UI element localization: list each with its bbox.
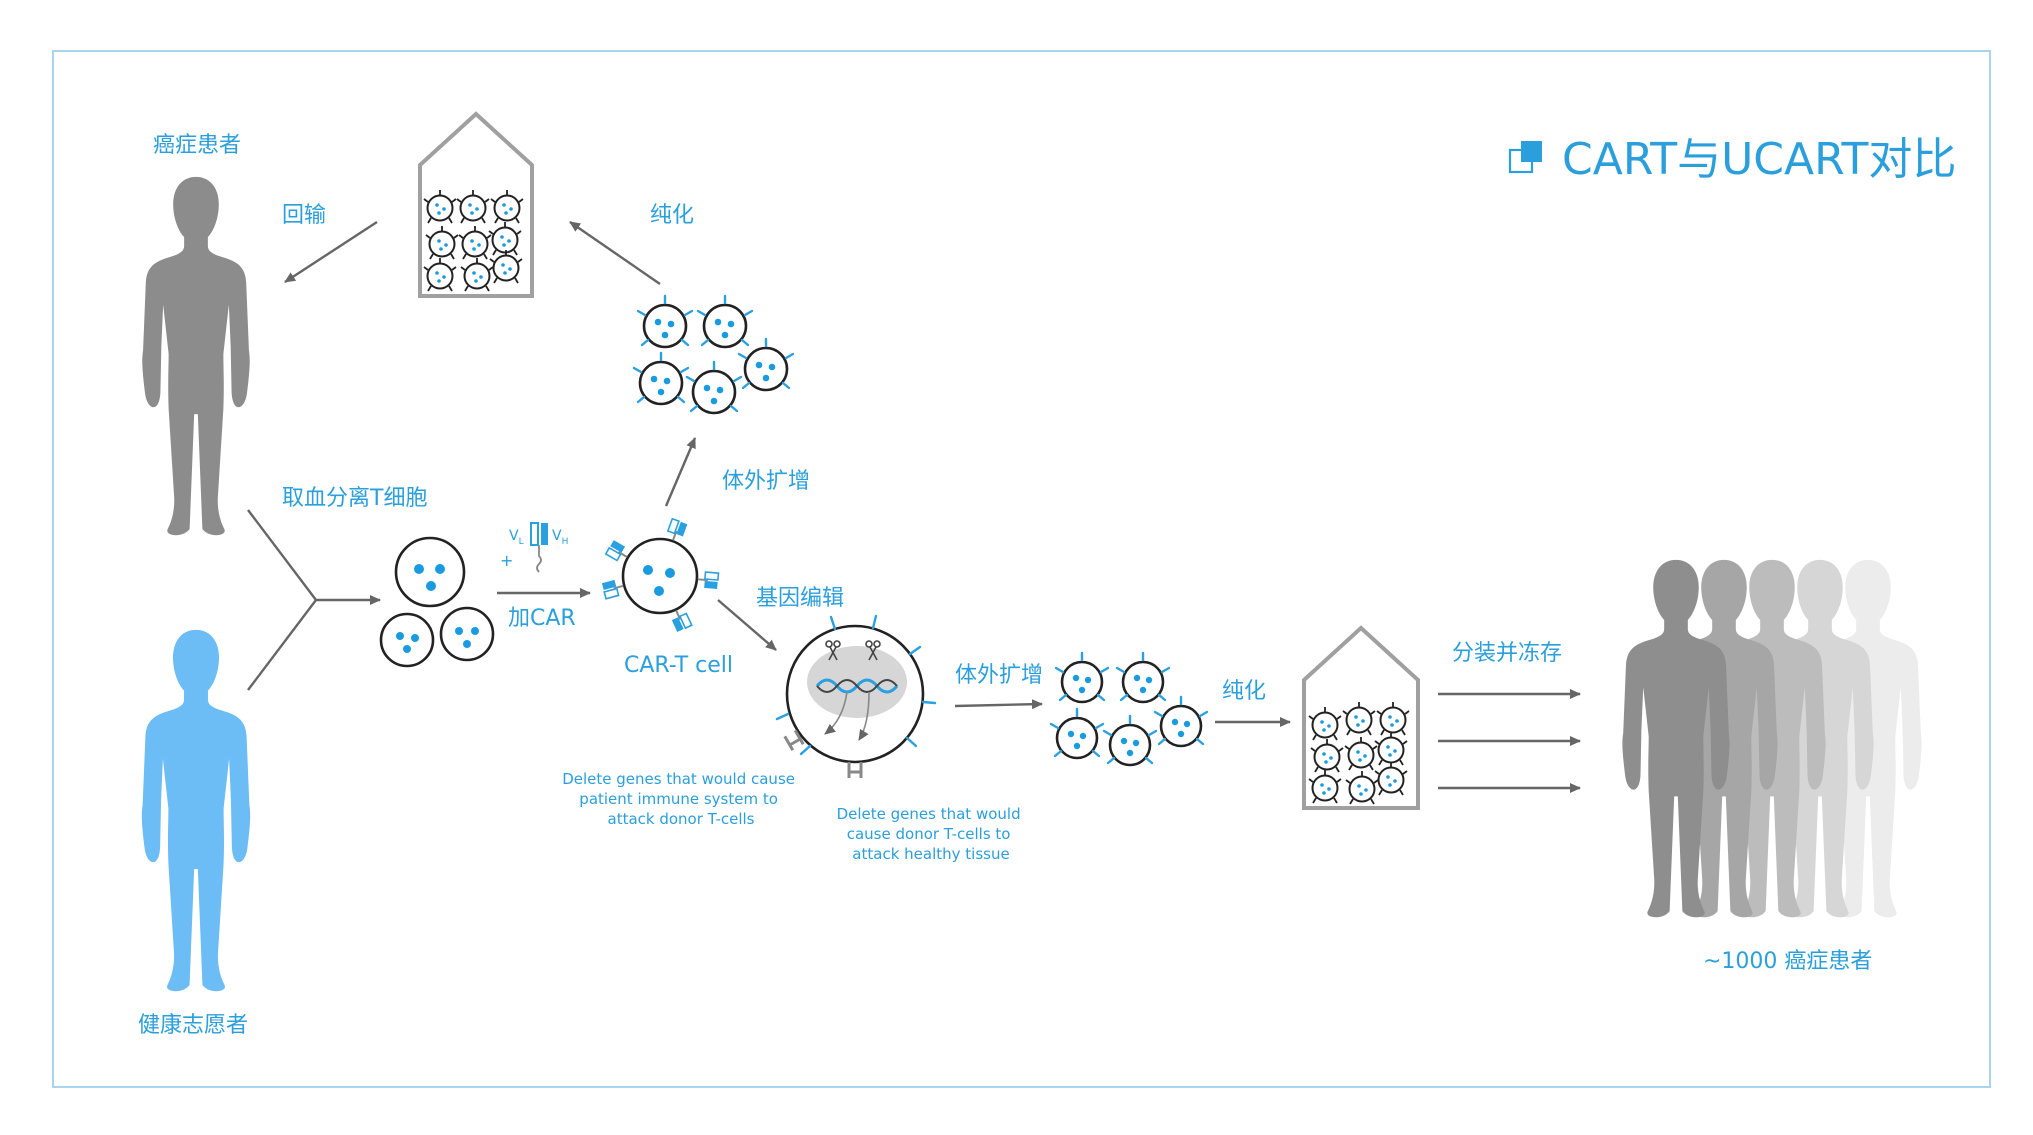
- expand-arrow-2: [954, 699, 1043, 710]
- extract-line-top: [247, 509, 317, 601]
- outer-frame: [52, 50, 1991, 1088]
- reinfusion-arrow: [284, 220, 378, 284]
- product-container-1: [418, 111, 534, 298]
- expanded-cells-bottom: [1049, 651, 1209, 767]
- car-construct-icon: [530, 522, 548, 573]
- pack-freeze-label: 分装并冻存: [1452, 641, 1562, 666]
- expand-label-2: 体外扩增: [955, 663, 1043, 688]
- receptor-icon-2: [847, 762, 863, 778]
- patient-label: 癌症患者: [153, 133, 241, 158]
- page-title: CART与UCART对比: [1562, 134, 1956, 185]
- expand-arrow-1: [664, 437, 697, 507]
- patient-figure: [142, 176, 250, 536]
- scissors-icon-1: [825, 640, 841, 661]
- add-car-label: 加CAR: [508, 606, 576, 631]
- purify-arrow-1: [569, 221, 661, 285]
- volunteer-label: 健康志愿者: [138, 1013, 248, 1038]
- crowd-label: ~1000 癌症患者: [1703, 949, 1872, 974]
- t-cells: [379, 536, 495, 668]
- reinfusion-label: 回输: [282, 203, 326, 228]
- gene-edit-arrow: [717, 599, 777, 651]
- patient-crowd: [1622, 559, 1922, 918]
- extract-label: 取血分离T细胞: [282, 486, 427, 511]
- extract-line-bottom: [247, 599, 317, 691]
- vh-label: VH: [552, 528, 568, 547]
- purify-label-2: 纯化: [1222, 679, 1266, 704]
- vl-label: VL: [509, 528, 524, 547]
- gene-edited-cell: [775, 614, 937, 778]
- gene-note-1: Delete genes that would cause patient im…: [562, 770, 800, 828]
- gene-note-2: Delete genes that would cause donor T-ce…: [837, 805, 1026, 863]
- car-t-cell-label: CAR-T cell: [624, 653, 733, 678]
- volunteer-figure: [141, 629, 251, 992]
- title-icon-front: [1521, 141, 1542, 162]
- expand-label-1: 体外扩增: [722, 469, 810, 494]
- car-t-cell: [601, 517, 720, 632]
- plus-sign: +: [500, 551, 513, 570]
- product-container-2: [1302, 625, 1420, 810]
- expanded-cells-top: [632, 294, 795, 415]
- receptor-icon-1: [783, 729, 805, 751]
- gene-edit-label: 基因编辑: [756, 586, 844, 611]
- title-group: CART与UCART对比: [1508, 134, 1956, 185]
- scissors-icon-2: [865, 640, 881, 661]
- purify-label-1: 纯化: [650, 203, 694, 228]
